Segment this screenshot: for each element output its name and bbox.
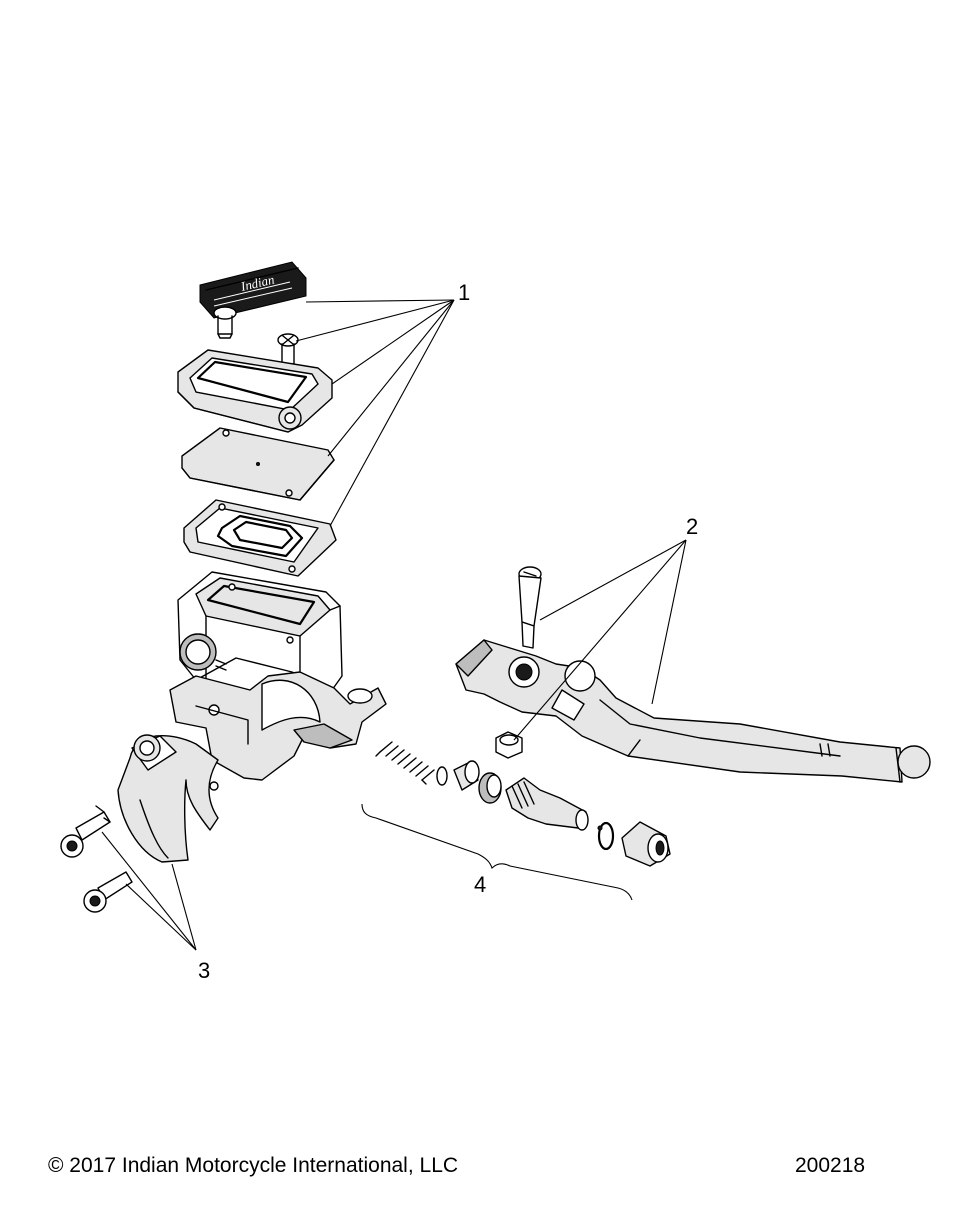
master-cylinder-body [169,571,387,781]
brake-lever [455,639,931,783]
retaining-clip [597,821,615,851]
copyright-notice: © 2017 Indian Motorcycle International, … [48,1154,459,1177]
clamp-bolt-upper [60,805,111,858]
callout-1-label: 1 [458,280,470,305]
decal-label: Indian [199,261,307,319]
cover-screw-left [213,306,237,339]
piston [505,777,589,831]
callout-4-bracket [361,803,633,901]
callout-1-leaders [295,299,455,527]
piston-seal-1 [453,760,480,791]
reservoir-gasket [183,499,337,577]
callout-3-leaders [101,831,197,951]
callout-2-label: 2 [686,514,698,539]
piston-boot [621,821,671,867]
handlebar-clamp [117,734,219,863]
pivot-bolt [518,566,542,649]
piston-seal-2 [478,772,502,804]
clamp-bolt-lower [83,871,133,913]
piston-spring [375,741,448,786]
callout-4-label: 4 [474,872,486,897]
callout-3-label: 3 [198,958,210,983]
callout-2-leaders [513,539,687,741]
reservoir-cover [177,349,333,433]
diaphragm-plate [181,427,335,501]
diagram-number: 200218 [795,1154,866,1177]
